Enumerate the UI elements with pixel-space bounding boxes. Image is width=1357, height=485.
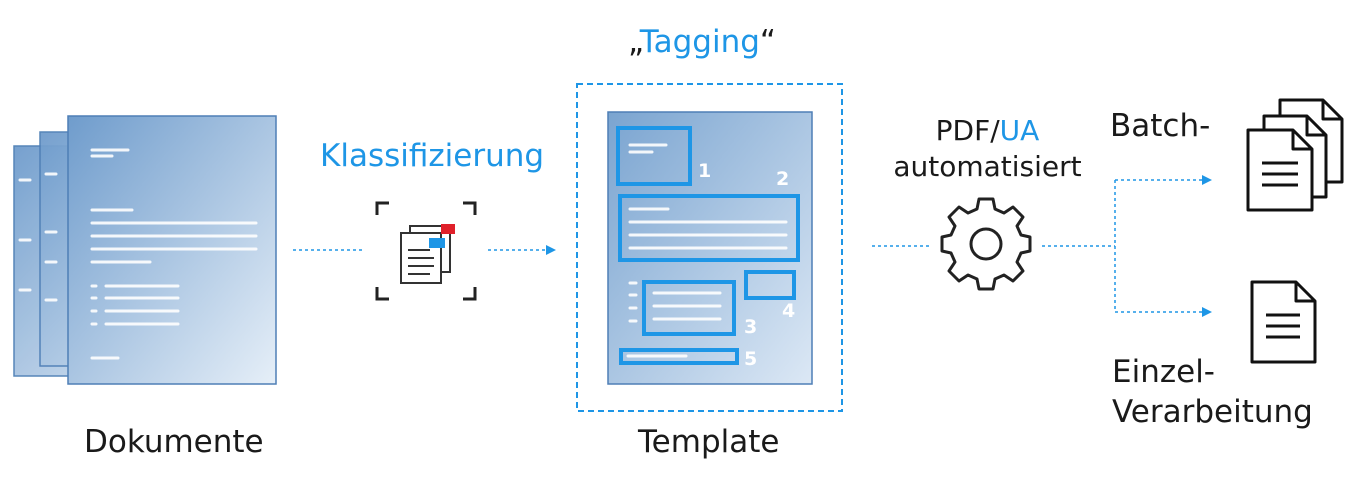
tag-region-3: [642, 280, 736, 336]
batch-documents-icon: [1246, 98, 1344, 212]
pdf-ua-label: PDF/UA: [935, 114, 1040, 147]
batch-label: Batch-: [1110, 108, 1211, 144]
region-number-2: 2: [776, 168, 790, 190]
documents-stack-icon: [13, 115, 277, 385]
region-number-1: 1: [698, 160, 712, 182]
region-number-5: 5: [744, 348, 758, 370]
tagging-label: „Tagging“: [628, 24, 776, 60]
output-branch-connector: [1042, 179, 1202, 313]
region-number-4: 4: [782, 300, 796, 322]
tag-region-1: [616, 126, 692, 186]
template-label: Template: [638, 424, 780, 460]
tag-region-4: [744, 270, 796, 300]
classification-scan-icon: [375, 201, 477, 301]
single-label-line1: Einzel-: [1112, 354, 1215, 390]
arrow-to-batch: [1202, 175, 1212, 185]
arrow-to-single: [1202, 307, 1212, 317]
single-document-icon: [1250, 280, 1317, 364]
single-label-line2: Verarbeitung: [1112, 394, 1313, 430]
automated-label: automatisiert: [893, 150, 1082, 183]
template-document-icon: [607, 111, 813, 385]
classification-label: Klassifizierung: [320, 138, 545, 174]
gear-icon: [940, 197, 1032, 291]
region-number-3: 3: [744, 316, 758, 338]
tag-region-5: [619, 348, 739, 365]
tag-region-2: [618, 194, 800, 262]
tagging-frame: [576, 83, 843, 412]
arrow-classify-to-template: [488, 245, 556, 255]
documents-label: Dokumente: [84, 424, 264, 460]
